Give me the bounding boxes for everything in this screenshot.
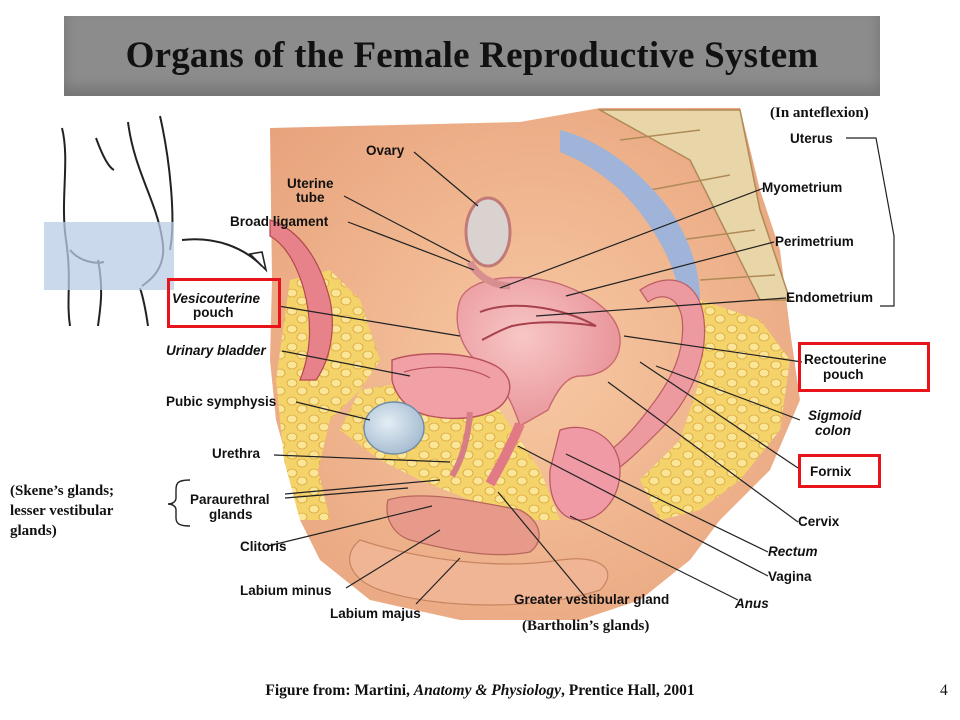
uterus-bracket	[846, 137, 895, 307]
label-ovary: Ovary	[366, 143, 405, 158]
anteflexion-note: (In anteflexion)	[770, 105, 869, 121]
rectum-body	[549, 426, 621, 521]
title-bar: Organs of the Female Reproductive System	[64, 16, 880, 96]
arrow-head	[248, 251, 268, 273]
uterine-cavity	[479, 304, 597, 341]
skenes-note-line-2: lesser vestibular	[10, 503, 114, 519]
label-vesicouterine-1: Vesicouterine	[172, 291, 261, 306]
label-sigmoid-1: Sigmoid	[808, 408, 862, 423]
label-sigmoid-2: colon	[815, 423, 851, 438]
vagina-channel	[485, 422, 525, 487]
label-urinary-bladder: Urinary bladder	[166, 343, 266, 358]
label-cervix: Cervix	[798, 514, 840, 529]
caption-prefix: Figure from: Martini,	[265, 682, 414, 699]
labium-majus-shape	[349, 539, 609, 606]
sacrum	[597, 109, 792, 301]
urethra-channel	[449, 411, 473, 478]
label-paraurethral-1: Paraurethral	[190, 492, 270, 507]
label-endometrium: Endometrium	[786, 290, 874, 305]
skenes-note-line-3: glands)	[10, 523, 57, 539]
skenes-brace	[167, 479, 191, 527]
highlight-fornix	[798, 454, 881, 488]
label-uterine-tube-1: Uterine	[287, 176, 334, 191]
slide-title: Organs of the Female Reproductive System	[125, 35, 819, 76]
label-uterine-tube-2: tube	[296, 190, 325, 205]
pelvic-cavity-blue	[560, 130, 700, 300]
label-rectum: Rectum	[768, 544, 818, 559]
label-uterus: Uterus	[790, 131, 833, 146]
label-anus: Anus	[735, 596, 769, 611]
label-broad-ligament: Broad ligament	[230, 214, 329, 229]
label-vesicouterine-2: pouch	[193, 305, 234, 320]
page-number: 4	[940, 682, 948, 699]
label-rectouterine-1: Rectouterine	[804, 352, 887, 367]
labia-shape	[386, 495, 540, 556]
highlight-vesicouterine-pouch	[167, 278, 281, 328]
label-pubic-symphysis: Pubic symphysis	[166, 394, 277, 409]
ovary-shape	[464, 196, 512, 268]
label-fornix: Fornix	[810, 464, 852, 479]
body-outline-sketch	[61, 115, 174, 327]
label-urethra: Urethra	[212, 446, 261, 461]
pubic-symphysis-shape	[363, 401, 425, 455]
label-labium-majus: Labium majus	[330, 606, 421, 621]
label-myometrium: Myometrium	[762, 180, 843, 195]
abdominal-wall	[269, 219, 333, 381]
bartholins-note: (Bartholin’s glands)	[522, 618, 650, 634]
fat-layer-front	[276, 270, 380, 520]
label-perimetrium: Perimetrium	[775, 234, 854, 249]
label-clitoris: Clitoris	[240, 539, 287, 554]
skenes-note-line-1: (Skene’s glands;	[10, 483, 115, 499]
caption-book-title: Anatomy & Physiology	[413, 682, 562, 699]
label-rectouterine-2: pouch	[823, 367, 864, 382]
figure-caption: Figure from: Martini, Anatomy & Physiolo…	[0, 682, 960, 700]
caption-suffix: , Prentice Hall, 2001	[561, 682, 695, 699]
label-paraurethral-2: glands	[209, 507, 253, 522]
label-greater-vestibular-gland: Greater vestibular gland	[514, 592, 670, 607]
label-labium-minus: Labium minus	[240, 583, 332, 598]
inset-region-box	[44, 222, 174, 290]
pointer-arrow	[181, 238, 263, 267]
label-vagina: Vagina	[768, 569, 812, 584]
leader-lines	[267, 151, 803, 605]
highlight-rectouterine-pouch	[798, 342, 930, 392]
